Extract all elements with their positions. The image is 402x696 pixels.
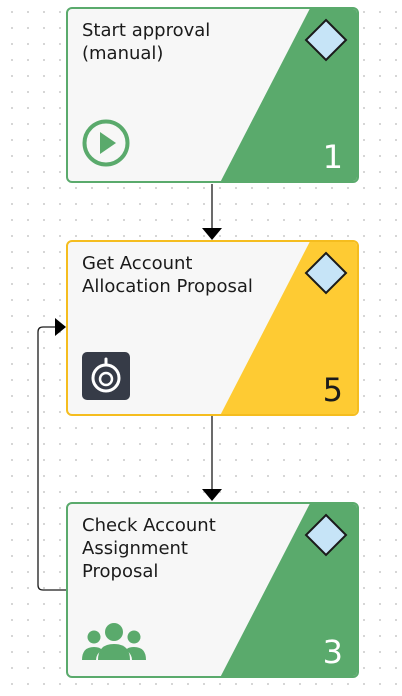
users-group-icon <box>82 623 146 660</box>
connector-get-to-check <box>202 416 222 501</box>
diamond-gateway-icon[interactable] <box>304 251 348 295</box>
diamond-gateway-icon[interactable] <box>304 18 348 62</box>
step-number: 5 <box>322 371 343 409</box>
play-circle-icon <box>82 119 130 167</box>
task-title: Start approval (manual) <box>82 20 211 64</box>
robot-icon <box>82 352 130 400</box>
task-title: Check Account Assignment Proposal <box>82 515 216 582</box>
diamond-gateway-icon[interactable] <box>304 513 348 557</box>
task-card-get-account-allocation-proposal[interactable]: Get Account Allocation Proposal 5 <box>66 240 359 416</box>
step-number: 1 <box>322 138 343 176</box>
connector-check-loop-back <box>37 318 66 591</box>
step-number: 3 <box>322 633 343 671</box>
task-title: Get Account Allocation Proposal <box>82 253 253 297</box>
task-card-start-approval[interactable]: Start approval (manual) 1 <box>66 7 359 183</box>
task-card-check-account-assignment-proposal[interactable]: Check Account Assignment Proposal 3 <box>66 502 359 678</box>
connector-start-to-get <box>202 184 222 240</box>
